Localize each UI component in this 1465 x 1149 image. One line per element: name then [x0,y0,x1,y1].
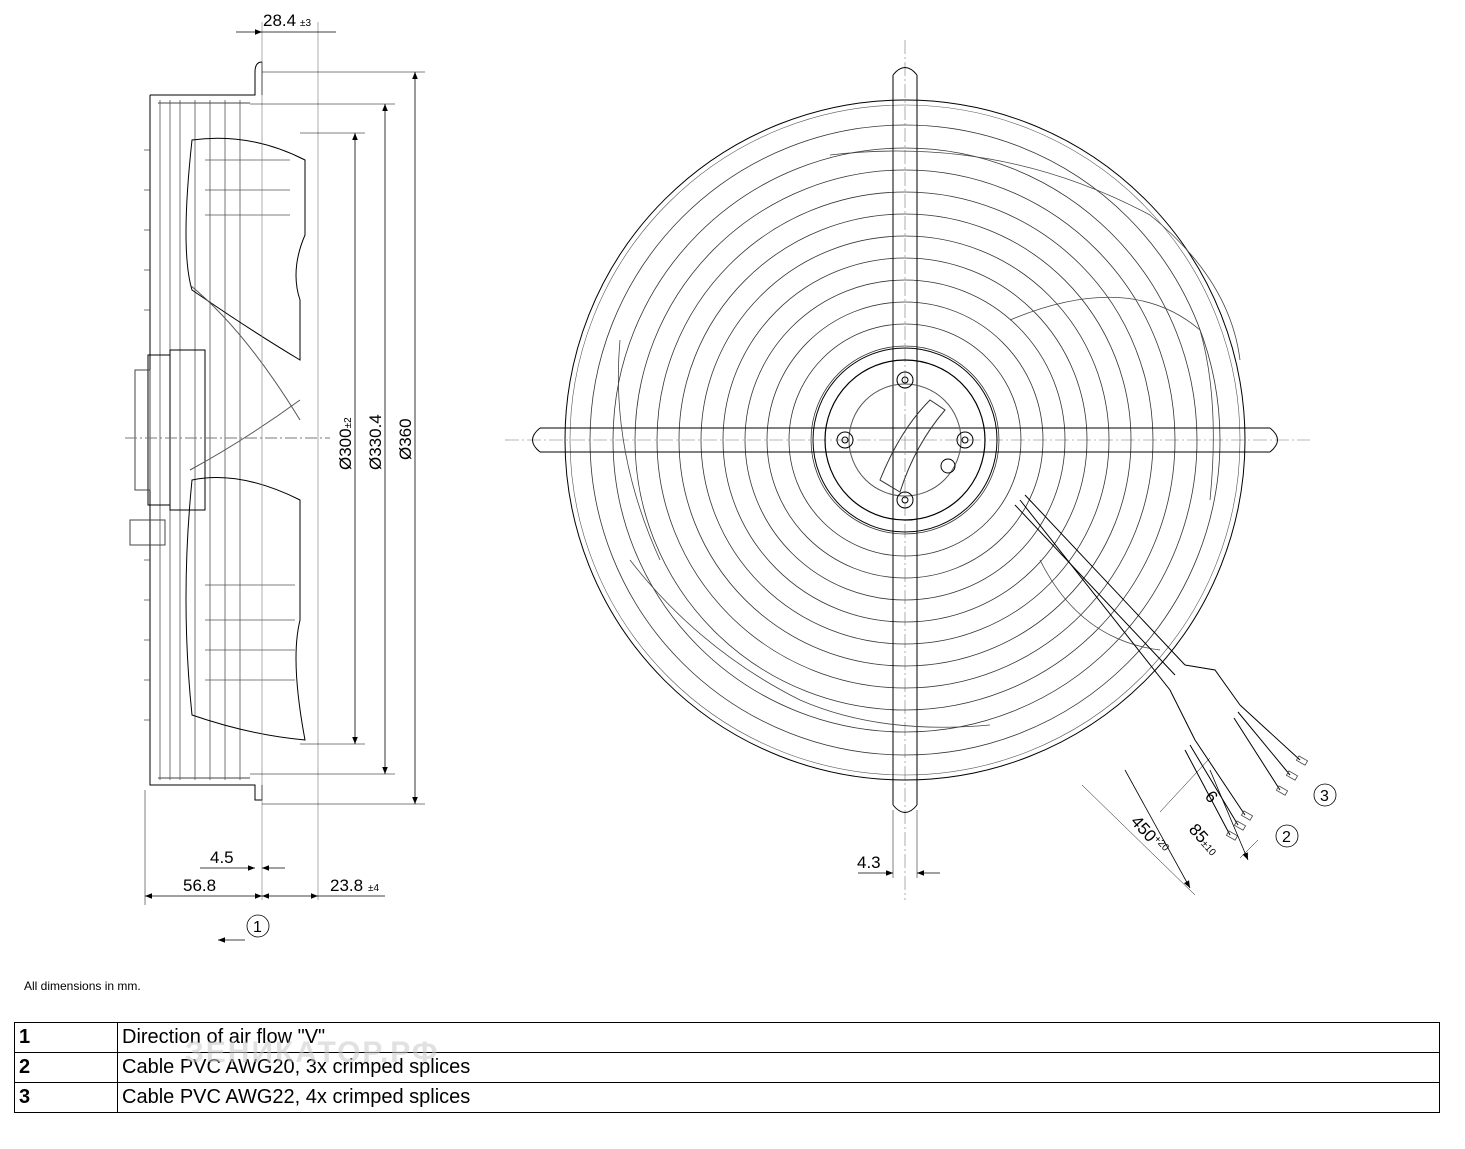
dim-28-4: 28.4 [263,11,296,30]
technical-drawing: 28.4 ±3 Ø300±2 Ø330.4 Ø360 4.5 56.8 23.8… [125,11,1337,943]
dim-85: 85±10 [1185,820,1223,859]
dim-dia-330: Ø330.4 [366,414,385,470]
wire-terminals [1225,755,1309,841]
dim-dia-360: Ø360 [396,418,415,460]
side-view [125,22,330,900]
dim-23-8: 23.8 [330,876,363,895]
callout-2: 2 [1275,824,1299,848]
dim-dia-300: Ø300±2 [336,417,355,470]
blade-outlines [617,150,1241,728]
dim-4-5: 4.5 [210,848,234,867]
guard-ring-ticks [144,149,150,721]
hub-bolts [836,371,974,509]
guard-struts [532,67,1278,813]
dim-28-4-tol: ±3 [300,18,311,29]
table-row: 2 Cable PVC AWG20, 3x crimped splices [14,1052,1440,1083]
blade-upper [185,137,306,361]
units-note: All dimensions in mm. [24,979,141,993]
cable [1014,494,1301,836]
legend-text: Cable PVC AWG20, 3x crimped splices [117,1052,1440,1083]
svg-text:1: 1 [253,919,262,936]
dim-4-3: 4.3 [857,853,881,872]
dim-56-8: 56.8 [183,876,216,895]
callout-3: 3 [1313,783,1337,807]
table-row: 3 Cable PVC AWG22, 4x crimped splices [14,1082,1440,1113]
front-dimensions [858,757,1259,896]
legend-table: 1 Direction of air flow "V" 2 Cable PVC … [14,1022,1440,1113]
blade-lower [185,477,306,741]
guard-rings [589,124,1221,756]
legend-num: 3 [14,1082,118,1113]
svg-text:2: 2 [1282,829,1291,846]
guard-wires [159,100,241,780]
svg-text:3: 3 [1320,788,1329,805]
legend-text: Cable PVC AWG22, 4x crimped splices [117,1082,1440,1113]
legend-num: 2 [14,1052,118,1083]
front-view [505,40,1310,900]
table-row: 1 Direction of air flow "V" [14,1022,1440,1053]
dim-23-8-tol: ±4 [368,883,379,894]
legend-text: Direction of air flow "V" [117,1022,1440,1053]
legend-num: 1 [14,1022,118,1053]
dim-6: 6 [1201,787,1221,807]
callout-1: 1 [246,914,270,938]
side-dimensions [144,29,425,943]
